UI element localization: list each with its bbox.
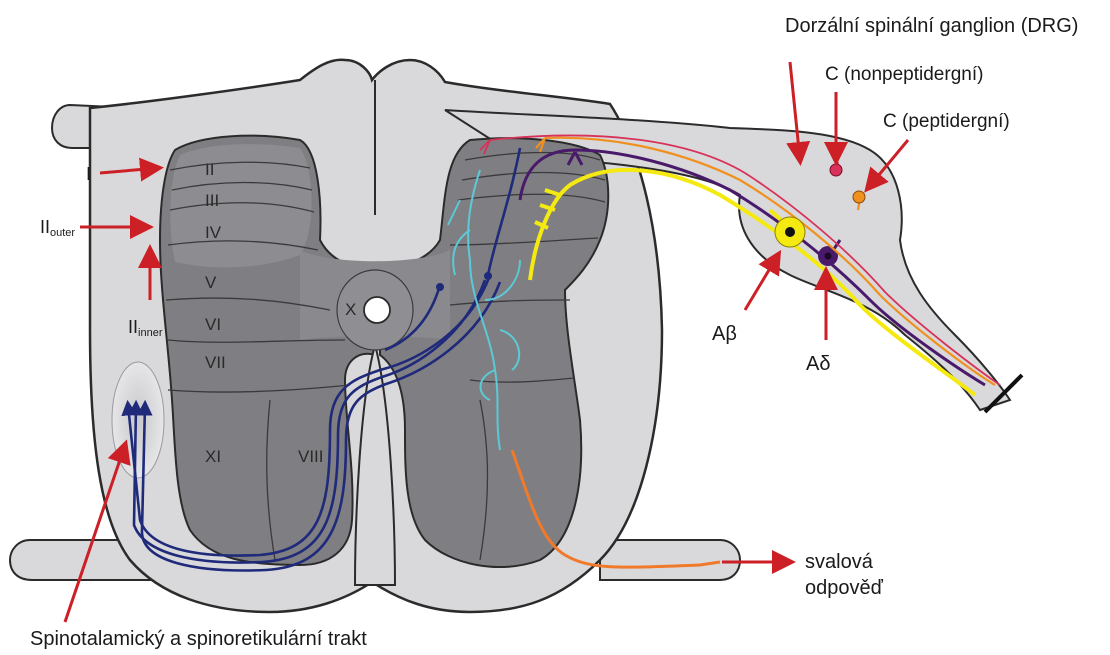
lamina-label-x: X xyxy=(345,300,356,319)
red-arrow-icon-abeta xyxy=(745,255,778,310)
projection-neuron-icon xyxy=(484,272,492,280)
lamina-label-xi: XI xyxy=(205,447,221,466)
abeta-nucleus-icon xyxy=(785,227,795,237)
lamina-label-vi: VI xyxy=(205,315,221,334)
adelta-label: Aδ xyxy=(806,353,830,375)
lamina-label-viii: VIII xyxy=(298,447,324,466)
c-nonpeptidergic-label: C (nonpeptidergní) xyxy=(825,64,983,85)
central-canal xyxy=(364,297,390,323)
abeta-label: Aβ xyxy=(712,323,737,345)
projection-neuron-icon-2 xyxy=(436,283,444,291)
lamina-label-iv: IV xyxy=(205,223,222,242)
drg-label: Dorzální spinální ganglion (DRG) xyxy=(785,15,1078,37)
muscle-response-label-1: svalová xyxy=(805,551,874,573)
ii-inner-sub: inner xyxy=(138,327,163,339)
adelta-nucleus-icon xyxy=(825,253,832,260)
lamina-label-v: V xyxy=(205,273,217,292)
c-peptidergic-label: C (peptidergní) xyxy=(883,111,1010,132)
tract-label: Spinotalamický a spinoretikulární trakt xyxy=(30,628,367,650)
lamina-label-vii: VII xyxy=(205,353,226,372)
lamina-label-ii: II xyxy=(205,160,214,179)
c-peptidergic-soma-icon xyxy=(853,191,865,203)
c-nonpeptidergic-soma-icon xyxy=(830,164,842,176)
lamina-i-label: I xyxy=(86,164,91,184)
lamina-label-iii: III xyxy=(205,191,219,210)
lamina-ii-outer-label: IIouter xyxy=(40,217,75,239)
muscle-response-label-2: odpověď xyxy=(805,577,884,599)
ii-outer-main: II xyxy=(40,217,50,237)
ventral-root-stub-right xyxy=(600,540,740,580)
ii-inner-main: II xyxy=(128,317,138,337)
ii-outer-sub: outer xyxy=(50,227,75,239)
